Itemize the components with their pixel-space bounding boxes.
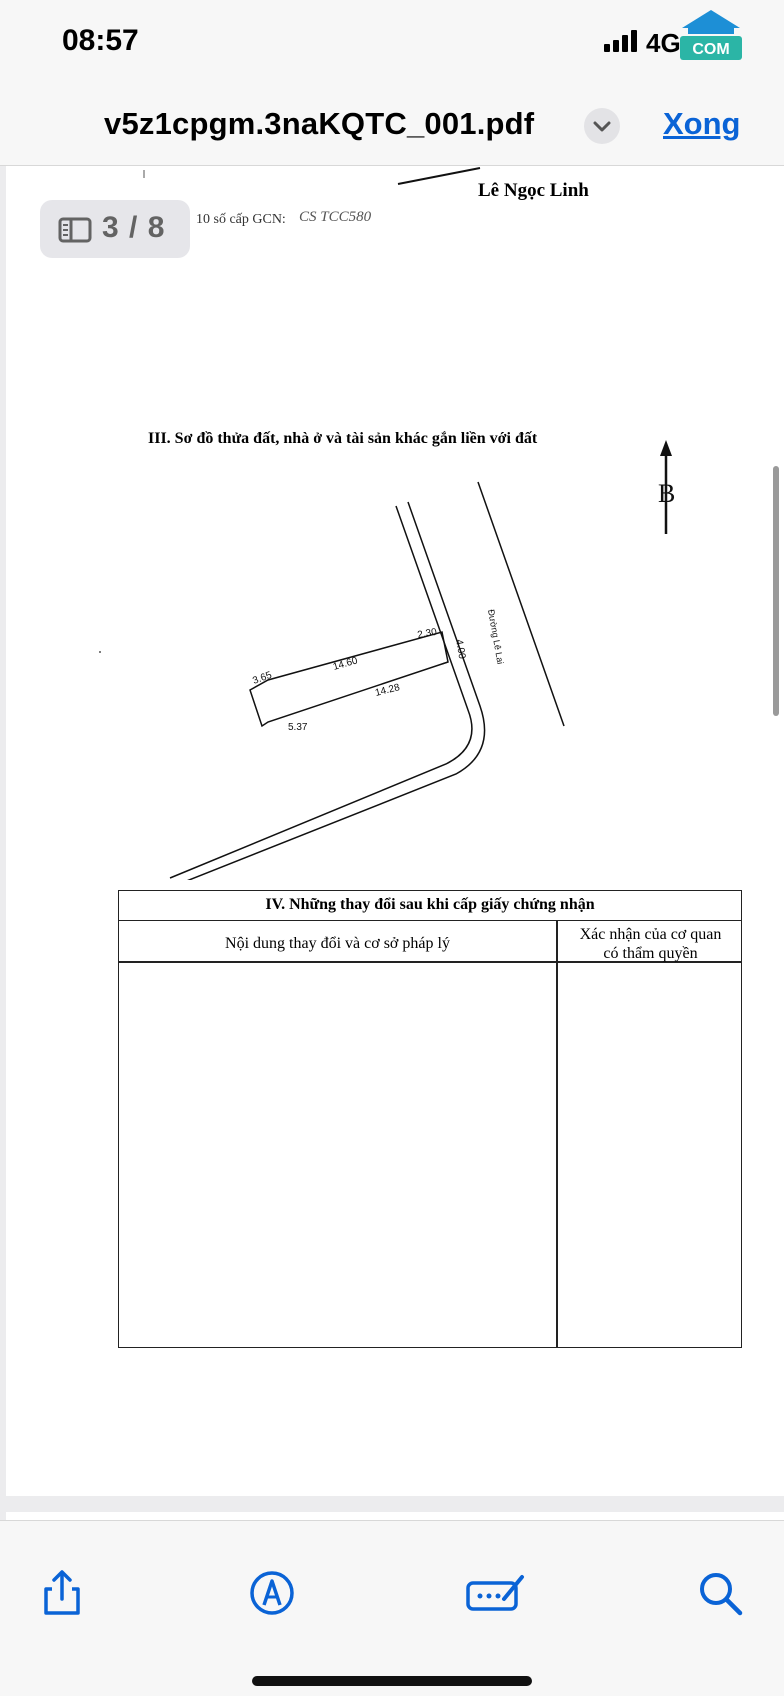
land-plot-diagram: B 14.60 2.30 4.00 14.28 3.65 5.37 Đường …: [99, 440, 675, 880]
road-name-label: Đường Lê Lai: [486, 609, 505, 665]
status-bar: 08:57 4G COM: [0, 0, 784, 86]
markup-button[interactable]: [246, 1567, 298, 1619]
markup-icon: [250, 1571, 294, 1615]
signature-mark: [143, 167, 481, 185]
document-viewer[interactable]: Lê Ngọc Linh 10 số cấp GCN: CS TCC580 3 …: [0, 166, 784, 1520]
scrollbar[interactable]: [773, 466, 779, 716]
land-parcel: [249, 631, 449, 728]
dimension-bottom-left: 5.37: [288, 722, 308, 733]
sidebar-thumbnails-icon: [58, 217, 92, 243]
parcel-inner-line: [441, 661, 449, 665]
pdf-page-current: III. Sơ đồ thửa đất, nhà ở và tài sản kh…: [6, 400, 784, 1496]
road-outer-edge: [477, 481, 565, 727]
share-icon: [44, 1570, 80, 1615]
page-indicator-label: 3 / 8: [102, 211, 166, 244]
signer-name: Lê Ngọc Linh: [478, 180, 589, 201]
home-indicator[interactable]: [252, 1676, 532, 1686]
watermark-logo: COM: [680, 10, 742, 60]
pdf-page-next: [6, 1512, 784, 1520]
dimension-top: 14.60: [332, 655, 360, 673]
section-3-title: III. Sơ đồ thửa đất, nhà ở và tài sản kh…: [148, 430, 538, 447]
column-header-confirmation: Xác nhận của cơ quan có thẩm quyền: [558, 925, 743, 963]
fill-form-button[interactable]: [464, 1567, 528, 1619]
dimension-right: 4.00: [453, 639, 467, 661]
network-type-label: 4G: [646, 28, 681, 58]
bottom-toolbar: [0, 1520, 784, 1696]
table-column-divider: [556, 921, 558, 1347]
column-header-changes: Nội dung thay đổi và cơ sở pháp lý: [225, 935, 450, 952]
changes-table: IV. Những thay đổi sau khi cấp giấy chứn…: [118, 890, 742, 1348]
title-menu-button[interactable]: [584, 108, 620, 144]
column-header-confirmation-line1: Xác nhận của cơ quan: [579, 926, 722, 943]
nav-bar: v5z1cpgm.3naKQTC_001.pdf Xong: [0, 86, 784, 166]
document-title[interactable]: v5z1cpgm.3naKQTC_001.pdf: [104, 106, 535, 141]
form-icon: [466, 1575, 524, 1611]
signal-strength-icon: [604, 30, 637, 52]
road-edge-2: [187, 501, 486, 880]
svg-text:COM: COM: [692, 41, 729, 58]
page-indicator[interactable]: 3 / 8: [40, 200, 190, 258]
done-button[interactable]: Xong: [663, 106, 741, 141]
certificate-number: CS TCC580: [299, 209, 372, 225]
share-button[interactable]: [36, 1567, 88, 1619]
dimension-left: 3.65: [251, 670, 273, 687]
north-arrow-icon: B: [658, 440, 675, 534]
north-label: B: [658, 479, 675, 508]
chevron-down-icon: [593, 121, 611, 132]
certificate-label: 10 số cấp GCN:: [196, 212, 286, 227]
search-icon: [700, 1573, 743, 1616]
status-time: 08:57: [62, 24, 139, 57]
road-edge-1: [169, 505, 473, 879]
dimension-top-right: 2.30: [417, 627, 439, 641]
column-header-confirmation-line2: có thẩm quyền: [603, 945, 698, 962]
changes-table-title: IV. Những thay đổi sau khi cấp giấy chứn…: [119, 891, 741, 921]
search-button[interactable]: [694, 1567, 746, 1619]
table-header-divider: [119, 961, 741, 963]
